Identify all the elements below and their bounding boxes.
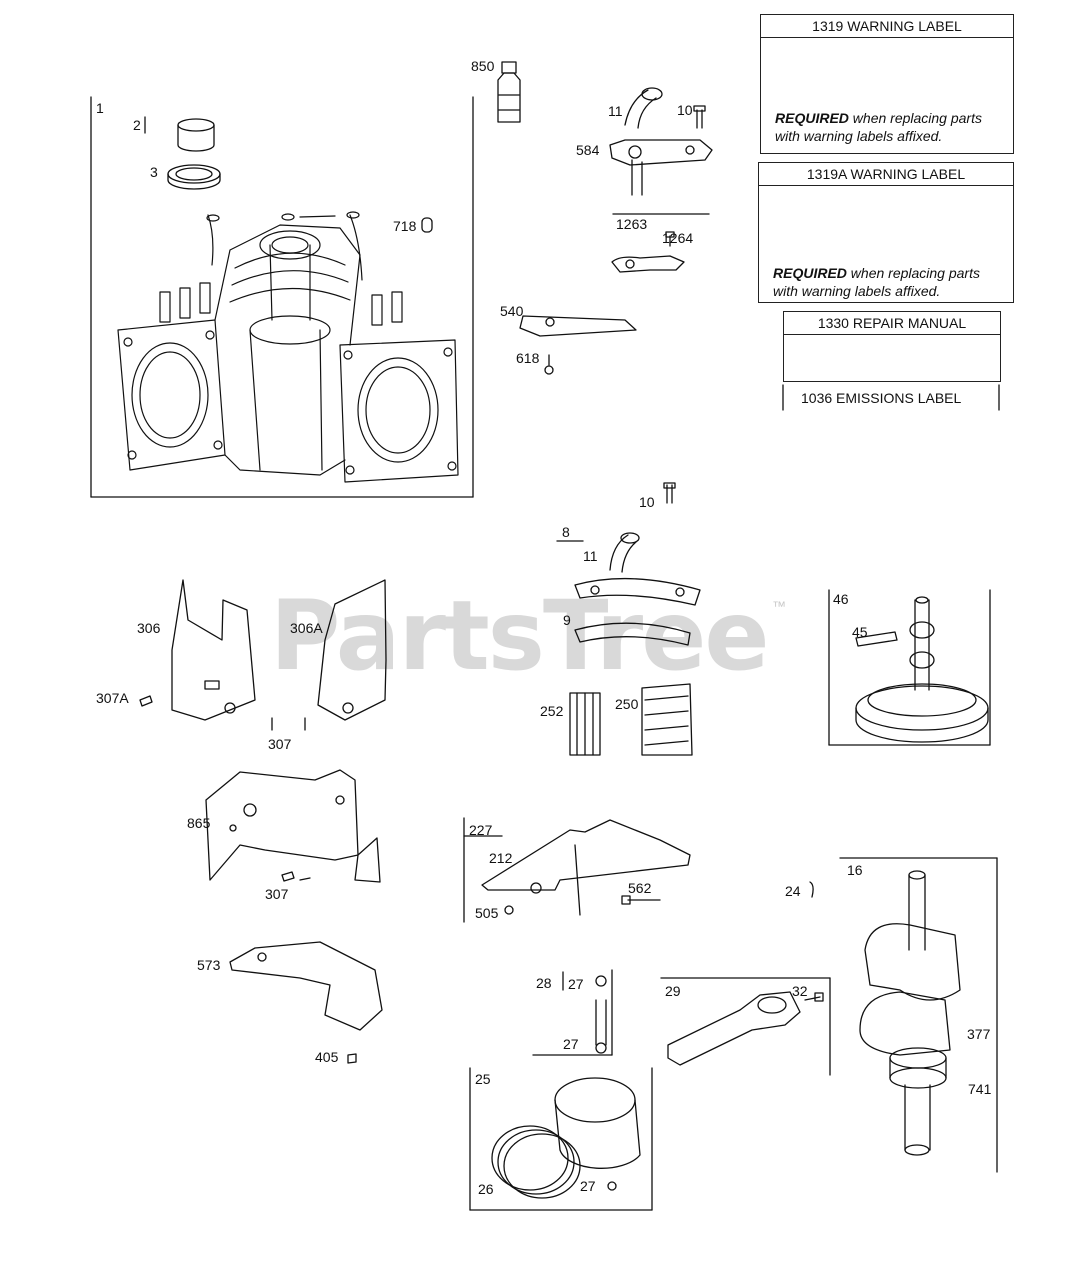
warning-label-1319-note: REQUIRED when replacing parts with warni…: [775, 110, 982, 144]
warning-label-1319-title: 1319 WARNING LABEL: [761, 15, 1013, 38]
callout-865: 865: [187, 815, 211, 831]
pin-part-45: [855, 631, 898, 647]
callout-9: 9: [563, 612, 571, 628]
callout-27-top: 27: [568, 976, 584, 992]
callout-405: 405: [315, 1049, 339, 1065]
piston-group-25: [469, 1067, 653, 1211]
callout-307-upper: 307: [268, 736, 292, 752]
cylinder-block-part-1: [117, 211, 459, 483]
crankshaft-group-frame: [839, 857, 998, 1173]
callout-307a: 307A: [96, 690, 129, 706]
callout-24: 24: [785, 883, 801, 899]
callout-1263: 1263: [616, 216, 648, 232]
callout-306: 306: [137, 620, 161, 636]
callout-505: 505: [475, 905, 499, 921]
callout-25: 25: [475, 1071, 491, 1087]
callout-850: 850: [471, 58, 495, 74]
callout-27-piston: 27: [580, 1178, 596, 1194]
callout-250: 250: [615, 696, 639, 712]
callout-718: 718: [393, 218, 417, 234]
warning-label-1319a-title: 1319A WARNING LABEL: [759, 163, 1013, 186]
guard-part-573: [229, 941, 383, 1031]
callout-306a: 306A: [290, 620, 323, 636]
shroud-part-306: [171, 579, 256, 721]
warning-label-1319-box: 1319 WARNING LABEL REQUIRED when replaci…: [760, 14, 1014, 154]
dowel-pin-part-718: [421, 217, 433, 233]
intake-elbow-part-11: [624, 87, 663, 129]
callout-562: 562: [628, 880, 652, 896]
screws-part-307: [271, 717, 306, 731]
screw-part-405: [347, 1053, 357, 1064]
callout-252: 252: [540, 703, 564, 719]
springs-part-252: [569, 692, 601, 756]
camshaft-group-frame: [828, 589, 991, 746]
baffle-part-865: [205, 769, 381, 883]
callout-618: 618: [516, 350, 540, 366]
callout-45: 45: [852, 624, 868, 640]
screw-part-307a: [139, 695, 153, 707]
callout-26: 26: [478, 1181, 494, 1197]
pin-part-24: [809, 881, 814, 898]
callout-29: 29: [665, 983, 681, 999]
callout-2: 2: [133, 117, 141, 133]
mini-warning-word: WARNING: [866, 44, 906, 53]
callout-27-bottom: 27: [563, 1036, 579, 1052]
shroud-part-306a: [317, 579, 387, 721]
cylinder-group-frame: [90, 96, 474, 498]
callout-11-upper: 11: [608, 103, 623, 119]
screw-part-562: [621, 895, 661, 905]
callout-32: 32: [792, 983, 808, 999]
callout-540: 540: [500, 303, 524, 319]
screws-part-307-lower: [281, 871, 311, 882]
callout-1: 1: [96, 100, 104, 116]
gasket-part-540: [519, 315, 637, 337]
emissions-label-text: 1036 EMISSIONS LABEL: [801, 390, 962, 406]
partstree-watermark: PartsTree: [270, 580, 769, 692]
callout-227: 227: [469, 822, 493, 838]
callout-3: 3: [150, 164, 158, 180]
crankshaft-part-16: [859, 870, 961, 1156]
bushing-part-2: [144, 116, 215, 152]
callout-11-lower: 11: [583, 548, 598, 564]
screw-part-10-lower: [663, 482, 676, 504]
warning-label-1319a-box: 1319A WARNING LABEL REQUIRED when replac…: [758, 162, 1014, 303]
repair-manual-box: 1330 REPAIR MANUAL: [783, 311, 1001, 382]
callout-377: 377: [967, 1026, 991, 1042]
camshaft-part-46: [855, 596, 989, 743]
callout-46: 46: [833, 591, 849, 607]
springs-part-250: [641, 683, 693, 756]
screw-part-10: [693, 105, 706, 129]
callout-584: 584: [576, 142, 600, 158]
bracket-group-1263: [611, 213, 710, 273]
emissions-label-frame: [782, 384, 1000, 411]
repair-manual-title: 1330 REPAIR MANUAL: [784, 312, 1000, 335]
seal-part-3: [167, 164, 221, 190]
callout-573: 573: [197, 957, 221, 973]
callout-8: 8: [562, 524, 570, 540]
connecting-rod-group-29: [660, 977, 831, 1076]
intake-group-8: [556, 532, 701, 606]
plate-part-584: [609, 139, 713, 196]
sealant-tube-part-850: [497, 61, 521, 123]
warning-label-1319a-note: REQUIRED when replacing parts with warni…: [773, 265, 980, 299]
piston-pin-group-28: [532, 969, 613, 1056]
nut-part-618: [544, 354, 554, 375]
callout-307-lower: 307: [265, 886, 289, 902]
trademark-symbol: ™: [772, 598, 786, 614]
callout-28: 28: [536, 975, 552, 991]
governor-group-227: [463, 817, 691, 923]
callout-212: 212: [489, 850, 513, 866]
gasket-part-9: [574, 622, 691, 646]
callout-1264: 1264: [662, 230, 694, 246]
callout-741: 741: [968, 1081, 992, 1097]
callout-10-upper: 10: [677, 102, 693, 118]
callout-10-lower: 10: [639, 494, 655, 510]
callout-16: 16: [847, 862, 863, 878]
